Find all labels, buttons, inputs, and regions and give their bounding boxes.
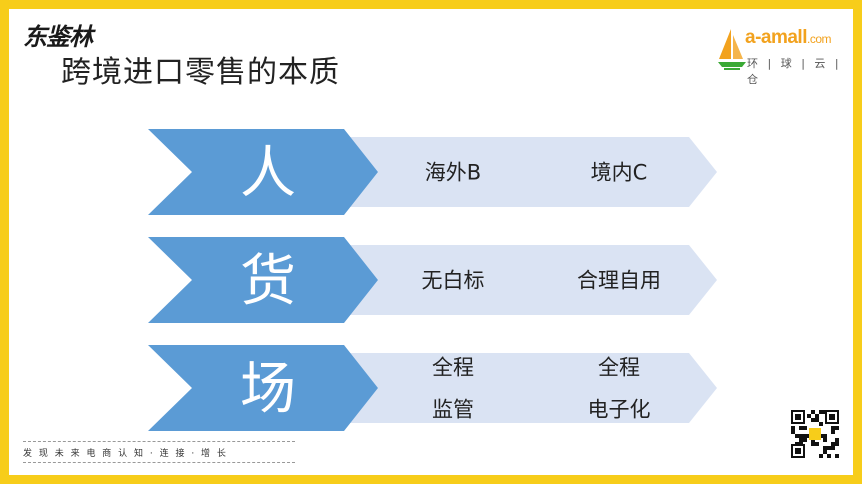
item-label: 全程监管 xyxy=(432,356,474,422)
slogan-divider-bottom xyxy=(23,462,295,463)
item-label: 海外B xyxy=(425,161,481,185)
slogan-divider-top xyxy=(23,441,295,442)
item-chevron xyxy=(521,353,717,423)
qr-module xyxy=(819,410,823,414)
qr-module xyxy=(823,438,827,442)
qr-module xyxy=(811,410,815,414)
qr-finder-core xyxy=(795,448,801,454)
qr-module xyxy=(835,442,839,446)
logo-main-text: a-amall xyxy=(745,27,807,48)
item-label: 全程电子化 xyxy=(588,356,651,422)
qr-module xyxy=(795,434,799,438)
item-label: 合理自用 xyxy=(577,269,661,293)
qr-module xyxy=(823,434,827,438)
qr-module xyxy=(791,426,795,430)
qr-module xyxy=(791,430,795,434)
item-chevron xyxy=(521,245,717,315)
qr-module xyxy=(799,438,803,442)
item-chevron xyxy=(521,137,717,207)
qr-module xyxy=(807,414,811,418)
qr-module xyxy=(803,426,807,430)
head-label: 场 xyxy=(240,357,296,422)
qr-module xyxy=(831,430,835,434)
qr-module xyxy=(819,422,823,426)
logo-wordmark: a-amall.com xyxy=(745,27,832,49)
qr-module xyxy=(823,410,827,414)
qr-module xyxy=(811,442,815,446)
item-chevron xyxy=(350,245,556,315)
qr-module xyxy=(823,450,827,454)
brand-logo: 东鉴林 xyxy=(23,22,93,51)
qr-module xyxy=(799,434,803,438)
qr-module xyxy=(799,442,803,446)
item-chevron xyxy=(350,137,556,207)
qr-module xyxy=(831,426,835,430)
head-label: 货 xyxy=(240,249,296,314)
qr-finder-core xyxy=(795,414,801,420)
logo-suffix-text: .com xyxy=(806,32,832,46)
page-title: 跨境进口零售的本质 xyxy=(61,55,340,90)
slogan-block: 发 现 未 来 电 商 认 知 · 连 接 · 增 长 xyxy=(23,441,295,463)
qr-module xyxy=(831,442,835,446)
qr-center-logo xyxy=(809,428,821,440)
qr-module xyxy=(835,454,839,458)
head-label: 人 xyxy=(240,141,296,206)
qr-module xyxy=(835,426,839,430)
qr-module xyxy=(799,426,803,430)
qr-module xyxy=(827,454,831,458)
head-chevron xyxy=(148,345,378,431)
qr-module xyxy=(819,454,823,458)
slide: 东鉴林 跨境进口零售的本质 a-amall.com 环 | 球 | 云 | 仓 … xyxy=(9,9,853,475)
qr-module xyxy=(815,442,819,446)
head-chevron xyxy=(148,129,378,215)
slogan-text: 发 现 未 来 电 商 认 知 · 连 接 · 增 长 xyxy=(23,449,228,459)
item-chevron xyxy=(350,353,556,423)
item-label: 无白标 xyxy=(422,269,485,293)
qr-module xyxy=(823,446,827,450)
logo-subtitle: 环 | 球 | 云 | 仓 xyxy=(747,57,842,86)
qr-module xyxy=(811,418,815,422)
qr-module xyxy=(831,446,835,450)
qr-module xyxy=(827,446,831,450)
qr-module xyxy=(803,434,807,438)
qr-module xyxy=(815,414,819,418)
qr-code xyxy=(789,408,841,460)
qr-module xyxy=(803,438,807,442)
qr-module xyxy=(795,442,799,446)
sailboat-icon xyxy=(718,29,746,70)
head-chevron xyxy=(148,237,378,323)
aamall-logo: a-amall.com 环 | 球 | 云 | 仓 xyxy=(717,25,845,86)
qr-finder-core xyxy=(829,414,835,420)
item-label: 境内C xyxy=(591,161,648,185)
qr-module xyxy=(815,418,819,422)
qr-module xyxy=(835,438,839,442)
